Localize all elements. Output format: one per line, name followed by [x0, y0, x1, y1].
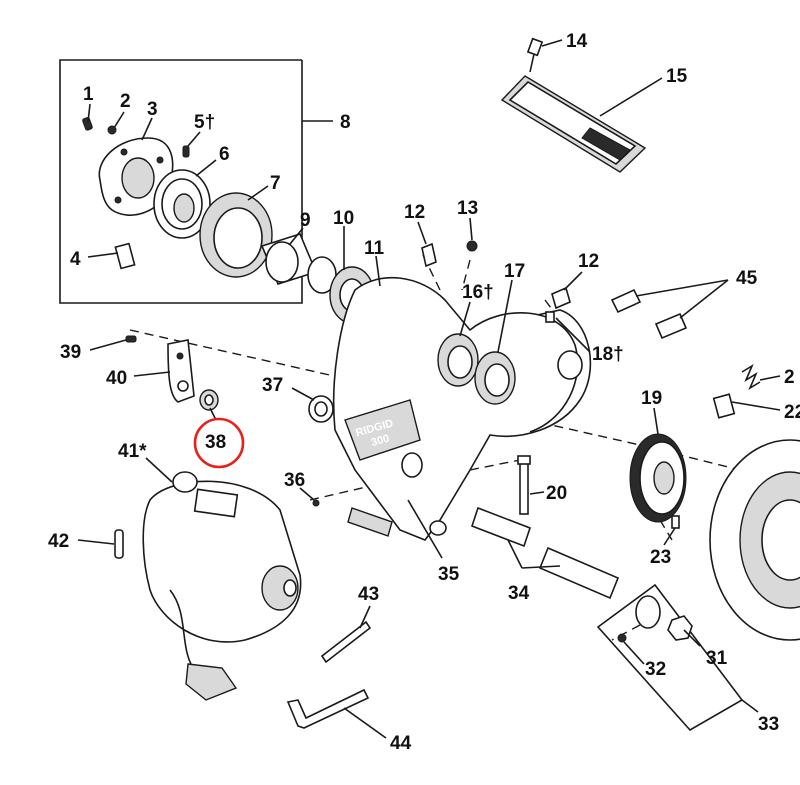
part-7-ring [199, 192, 273, 278]
part-4-key [114, 242, 136, 270]
part-39-screw [125, 335, 137, 343]
part-21-spring [741, 364, 761, 390]
part-labels: 1 2 3 4 5† 6 7 8 9 10 11 12 13 14 15 16†… [48, 31, 800, 754]
label-part-8: 8 [340, 112, 351, 133]
label-part-45: 45 [736, 268, 758, 289]
label-part-21: 2 [784, 367, 795, 388]
label-part-11: 11 [364, 238, 385, 259]
part-1-pin [82, 117, 93, 131]
part-6-hub [153, 169, 211, 239]
label-part-10: 10 [333, 208, 354, 229]
part-17-bearing [474, 351, 516, 405]
part-22-screw [712, 393, 736, 419]
label-part-20: 20 [546, 483, 567, 504]
label-part-32: 32 [645, 659, 666, 680]
brand-plate-text-2: 300 [370, 432, 391, 449]
label-part-44: 44 [390, 733, 412, 754]
label-part-40: 40 [106, 368, 127, 389]
part-19-disc [629, 433, 687, 523]
label-part-7: 7 [270, 173, 281, 194]
part-36-screw [312, 499, 320, 507]
part-15-tray [500, 75, 647, 173]
label-part-33: 33 [758, 714, 779, 735]
label-part-42: 42 [48, 531, 69, 552]
label-part-39: 39 [60, 342, 81, 363]
part-5-pin [182, 145, 190, 158]
part-12-fitting-a [421, 242, 437, 268]
label-part-4: 4 [70, 249, 81, 270]
part-38-bushing [199, 389, 219, 411]
label-part-3: 3 [147, 99, 158, 120]
label-part-23: 23 [650, 547, 671, 568]
part-31-nut [667, 615, 693, 641]
inset-box-8 [59, 59, 333, 304]
label-part-5: 5† [194, 112, 215, 133]
part-32-screw [617, 633, 627, 643]
label-part-2: 2 [120, 91, 131, 112]
label-part-37: 37 [262, 375, 283, 396]
label-part-6: 6 [219, 144, 230, 165]
part-31-collar [635, 595, 661, 629]
label-part-1: 1 [83, 84, 94, 105]
label-part-38: 38 [205, 432, 226, 453]
part-16-bearing [437, 333, 479, 387]
part-40-bracket [167, 339, 195, 403]
part-11-housing: RIDGID 300 [332, 276, 592, 541]
label-part-34: 34 [508, 583, 530, 604]
part-42-screw [114, 529, 124, 559]
label-part-12a: 12 [404, 202, 425, 223]
highlight-circle-38 [193, 417, 245, 469]
leader-lines [77, 39, 781, 739]
part-14-screw [526, 37, 544, 73]
part-12-fitting-b [545, 286, 571, 323]
label-part-9: 9 [300, 210, 311, 231]
label-part-12b: 12 [578, 251, 599, 272]
part-9-sleeve [260, 233, 318, 285]
part-43-pin [320, 620, 372, 664]
part-34-pins [470, 506, 620, 600]
part-20-bolt [517, 455, 531, 515]
label-part-31: 31 [706, 648, 728, 669]
inset-box-33 [596, 583, 759, 732]
part-23-pin [671, 515, 680, 529]
part-41-motor [142, 471, 302, 701]
label-part-36: 36 [284, 470, 305, 491]
label-part-13: 13 [457, 198, 478, 219]
drum-partial [709, 439, 800, 641]
part-37-washer [308, 395, 334, 423]
label-part-35: 35 [438, 564, 460, 585]
label-part-43: 43 [358, 584, 379, 605]
part-44-hex-key [286, 688, 370, 729]
part-13-fitting [466, 240, 478, 252]
label-part-14: 14 [566, 31, 588, 52]
label-part-16: 16† [462, 282, 494, 303]
label-part-15: 15 [666, 66, 688, 87]
label-part-22: 22 [784, 402, 800, 423]
label-part-19: 19 [641, 388, 662, 409]
label-part-18: 18† [592, 344, 624, 365]
part-45-fittings [610, 288, 688, 340]
label-part-41: 41* [118, 441, 147, 462]
label-part-17: 17 [504, 261, 525, 282]
part-35-plate [347, 507, 393, 537]
